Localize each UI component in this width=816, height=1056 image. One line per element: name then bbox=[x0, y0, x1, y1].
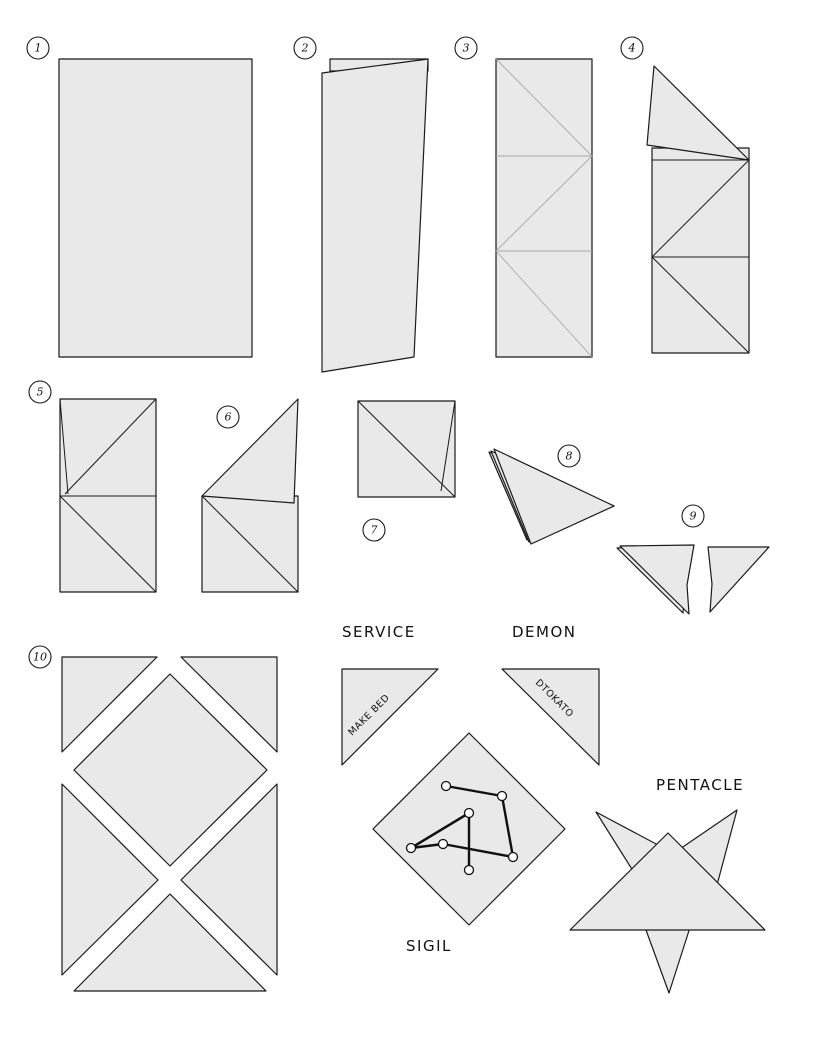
step-10-piece-left bbox=[61, 783, 159, 976]
step-7-edges bbox=[357, 400, 456, 498]
step-7-badge bbox=[362, 518, 386, 542]
step-6-diagonal bbox=[201, 495, 299, 593]
step-3-strip bbox=[495, 58, 593, 358]
step-2-number: 2 bbox=[301, 42, 309, 55]
step-10-badge bbox=[28, 645, 52, 669]
pentacle-label: PENTACLE bbox=[656, 776, 744, 794]
step-9: 9 bbox=[616, 504, 770, 615]
step-6-badge bbox=[216, 405, 240, 429]
step-4-badge bbox=[620, 36, 644, 60]
step-7: 7 bbox=[357, 400, 456, 542]
service-triangle bbox=[341, 668, 439, 766]
step-7-number: 7 bbox=[371, 524, 378, 537]
step-9-badge bbox=[681, 504, 705, 528]
step-4-body bbox=[651, 147, 750, 354]
step-10-piece-top-left bbox=[61, 656, 158, 753]
step-6-number: 6 bbox=[225, 411, 232, 424]
step-9-number: 9 bbox=[690, 510, 697, 523]
step-3-creases bbox=[495, 58, 593, 358]
step-2: 2 bbox=[293, 36, 429, 373]
demon-label: DEMON bbox=[512, 623, 577, 641]
step-5-number: 5 bbox=[37, 386, 44, 399]
step-4-lifted-flap bbox=[646, 65, 750, 161]
step-6: 6 bbox=[201, 398, 299, 593]
step-2-folded-sheet bbox=[321, 58, 429, 373]
sigil-group: SIGIL bbox=[372, 732, 566, 955]
demon-group: DEMON DTOKATO bbox=[501, 623, 600, 766]
step-6-triangle-flap bbox=[201, 398, 299, 504]
step-3-badge bbox=[454, 36, 478, 60]
demon-triangle bbox=[501, 668, 600, 766]
service-label: SERVICE bbox=[342, 623, 416, 641]
step-9-left-piece bbox=[619, 544, 695, 615]
step-5: 5 bbox=[28, 380, 157, 593]
step-1: 1 bbox=[26, 36, 253, 358]
step-9-right-piece bbox=[707, 546, 770, 613]
step-10-piece-top-right bbox=[180, 656, 278, 753]
sigil-symbol bbox=[405, 780, 519, 876]
step-8-badge bbox=[557, 444, 581, 468]
step-1-badge bbox=[26, 36, 50, 60]
step-8-number: 8 bbox=[566, 450, 573, 463]
step-3: 3 bbox=[454, 36, 593, 358]
step-8-triangle bbox=[493, 448, 615, 545]
step-8: 8 bbox=[488, 444, 615, 545]
step-10-piece-bottom bbox=[73, 893, 267, 992]
step-5-edges bbox=[59, 398, 157, 593]
step-5-badge bbox=[28, 380, 52, 404]
sigil-label: SIGIL bbox=[406, 937, 452, 955]
step-10: 10 bbox=[28, 645, 278, 992]
step-1-paper-sheet bbox=[58, 58, 253, 358]
pentacle-main-triangle bbox=[569, 832, 766, 931]
step-4: 4 bbox=[620, 36, 750, 354]
step-10-center-square bbox=[73, 673, 268, 867]
pentacle-group: PENTACLE bbox=[569, 776, 766, 994]
step-2-badge bbox=[293, 36, 317, 60]
step-4-number: 4 bbox=[628, 42, 636, 55]
step-3-number: 3 bbox=[463, 42, 470, 55]
step-10-number: 10 bbox=[33, 651, 47, 664]
step-4-edges bbox=[651, 159, 750, 354]
step-1-number: 1 bbox=[35, 42, 42, 55]
service-group: SERVICE MAKE BED bbox=[341, 623, 439, 766]
step-10-piece-right bbox=[180, 783, 278, 976]
